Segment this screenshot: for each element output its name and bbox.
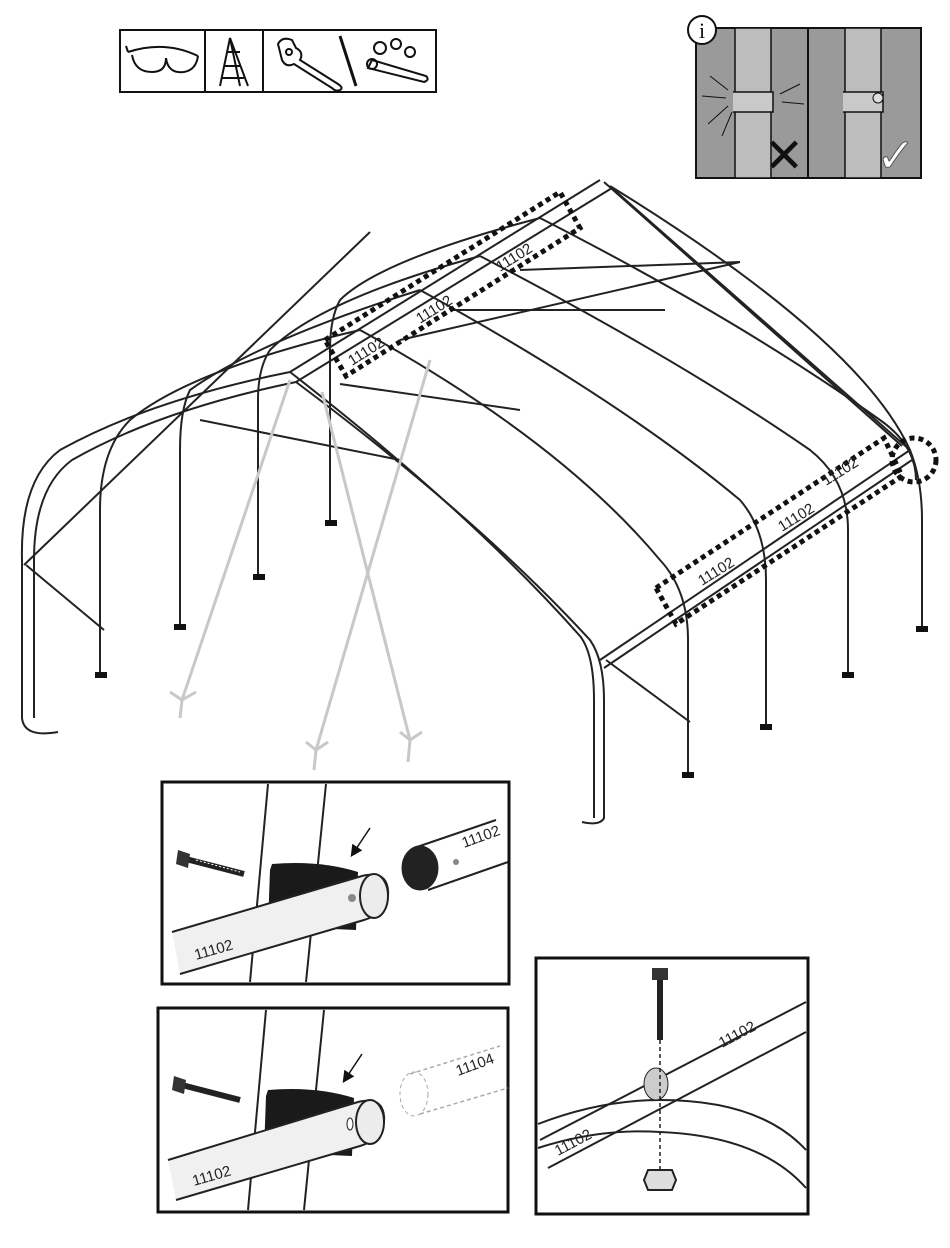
side-labels: 11102 11102 11102	[695, 454, 862, 589]
detail-b-panel: 11104 11102	[158, 1008, 508, 1212]
side-label-3: 11102	[819, 454, 862, 489]
wrong-mark: ✕	[764, 128, 804, 184]
detail-a-panel: 11102 11102	[162, 782, 509, 984]
right-mark: ✓	[876, 128, 916, 184]
side-label-2: 11102	[775, 500, 818, 535]
info-glyph: i	[699, 18, 705, 43]
side-label-1: 11102	[695, 554, 738, 589]
tent-feet	[95, 520, 928, 778]
info-panel: i ✕ ✓	[688, 16, 921, 184]
tools-required-box	[120, 30, 436, 92]
detail-c-panel: 11102 11102	[536, 958, 808, 1214]
